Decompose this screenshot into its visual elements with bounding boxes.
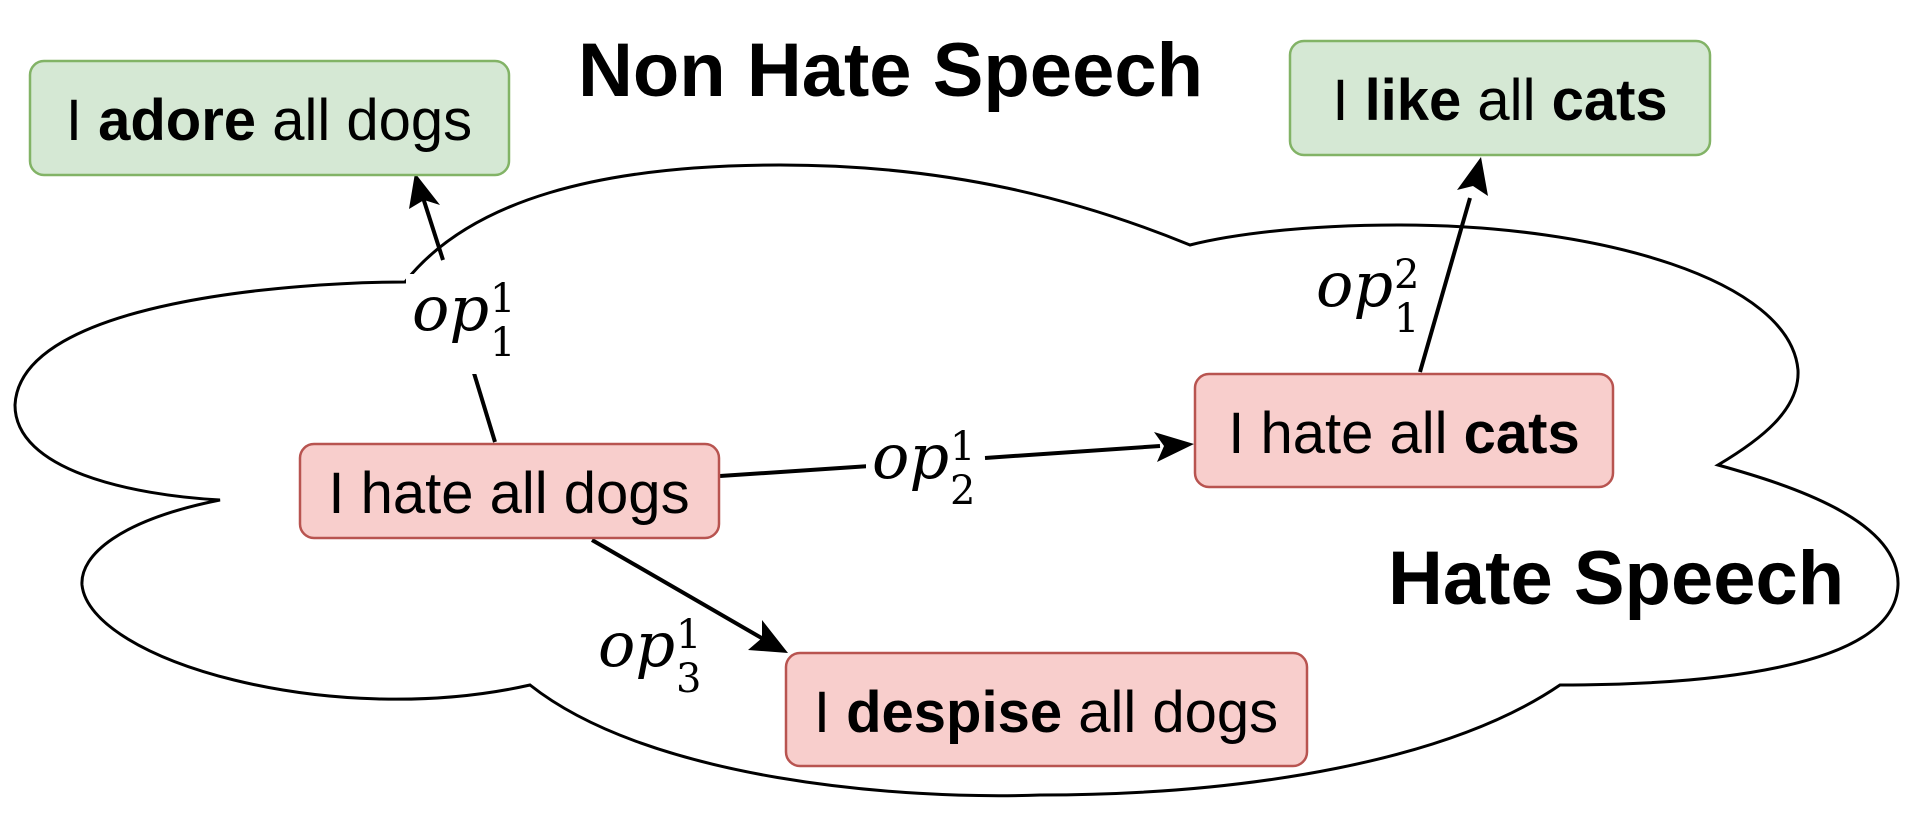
hate-speech-label: Hate Speech	[1388, 536, 1844, 621]
svg-text:op: op	[598, 608, 675, 681]
node-source: I hate all dogs	[298, 442, 721, 540]
node-adore-text: I adore all dogs	[66, 88, 472, 153]
edge-source-to-despise	[590, 538, 788, 653]
node-hate-cats-text: I hate all cats	[1228, 401, 1579, 466]
svg-text:1: 1	[676, 612, 701, 658]
svg-text:2: 2	[950, 468, 975, 514]
edge-label-op21: op 1 2	[866, 420, 978, 522]
svg-text:op: op	[872, 420, 949, 493]
svg-text:1: 1	[490, 320, 515, 366]
svg-text:3: 3	[676, 656, 701, 702]
node-hate-cats: I hate all cats	[1193, 372, 1615, 489]
node-source-text: I hate all dogs	[328, 461, 689, 526]
arrowhead-icon	[409, 173, 440, 209]
svg-text:1: 1	[490, 276, 515, 322]
node-adore: I adore all dogs	[28, 59, 511, 177]
svg-text:1: 1	[950, 424, 975, 470]
non-hate-speech-label: Non Hate Speech	[578, 28, 1203, 113]
arrowhead-icon	[1154, 432, 1194, 462]
svg-text:op: op	[412, 272, 489, 345]
svg-text:1: 1	[1394, 296, 1419, 342]
hate-speech-cloud	[13, 163, 1900, 798]
node-despise-text: I despise all dogs	[814, 680, 1278, 745]
node-despise: I despise all dogs	[784, 651, 1309, 768]
node-like-cats: I like all cats	[1288, 39, 1712, 157]
edge-label-op12: op 2 1	[1316, 248, 1419, 342]
edge-hate-cats-to-like-cats	[1418, 157, 1488, 373]
arrowhead-icon	[748, 620, 788, 653]
arrowhead-icon	[1457, 157, 1488, 196]
edge-label-op11: op 1 1	[406, 272, 518, 374]
svg-text:op: op	[1316, 248, 1393, 321]
edge-source-to-hate-cats	[719, 432, 1194, 478]
node-like-cats-text: I like all cats	[1332, 68, 1667, 133]
svg-text:2: 2	[1394, 252, 1419, 298]
edge-label-op31: op 1 3	[598, 608, 701, 702]
